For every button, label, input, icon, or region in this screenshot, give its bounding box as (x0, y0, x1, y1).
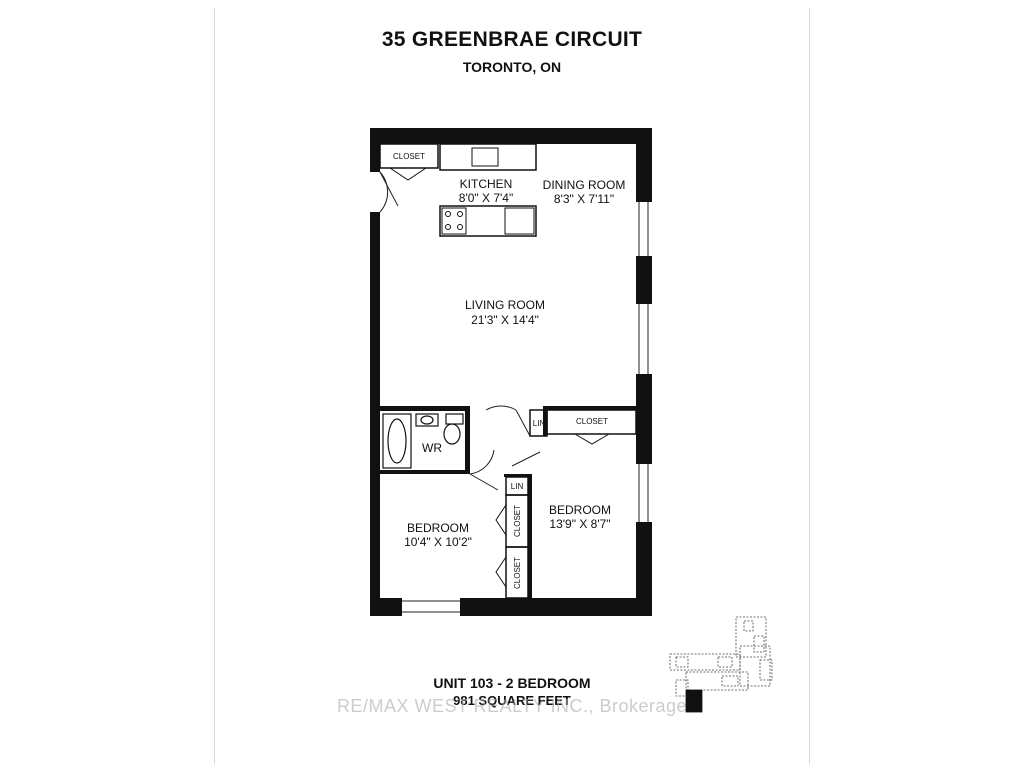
linen-label-hall: LIN (533, 419, 546, 428)
brokerage-watermark: RE/MAX WEST REALTY INC., Brokerage (336, 696, 688, 716)
washroom-name: WR (422, 441, 442, 455)
bedroom-left-dims: 10'4" X 10'2" (404, 535, 472, 549)
key-plan (669, 616, 773, 713)
living-room-name: LIVING ROOM (465, 298, 545, 312)
bedroom-right-dims: 13'9" X 8'7" (549, 517, 610, 531)
interior-walls (380, 406, 636, 598)
property-address: 35 GREENBRAE CIRCUIT (381, 28, 643, 51)
square-footage: 981 SQUARE FEET (453, 693, 571, 708)
closet-label-bedroom-right: CLOSET (576, 417, 608, 426)
entry-door (379, 171, 399, 213)
bedroom-left-name: BEDROOM (407, 521, 469, 535)
closet-label-bedroom-left-top: CLOSET (513, 505, 522, 537)
property-city: TORONTO, ON (462, 59, 562, 75)
windows (402, 202, 649, 613)
storage-units (495, 409, 637, 599)
bedroom-right-name: BEDROOM (549, 503, 611, 517)
closet-label-bedroom-left-bottom: CLOSET (513, 557, 522, 589)
dining-room-name: DINING ROOM (543, 178, 626, 192)
exterior-walls (370, 128, 652, 616)
washroom-fixtures (382, 413, 464, 469)
kitchen-dims: 8'0" X 7'4" (459, 191, 513, 205)
kitchen-fixtures (439, 143, 537, 237)
unit-description: UNIT 103 - 2 BEDROOM (433, 675, 591, 691)
closet-label-entry: CLOSET (393, 152, 425, 161)
interior-doors (469, 405, 541, 491)
linen-label-bedroom: LIN (511, 482, 524, 491)
kitchen-name: KITCHEN (460, 177, 513, 191)
dining-room-dims: 8'3" X 7'11" (554, 192, 614, 206)
living-room-dims: 21'3" X 14'4" (471, 313, 539, 327)
entry-closet (379, 143, 439, 181)
